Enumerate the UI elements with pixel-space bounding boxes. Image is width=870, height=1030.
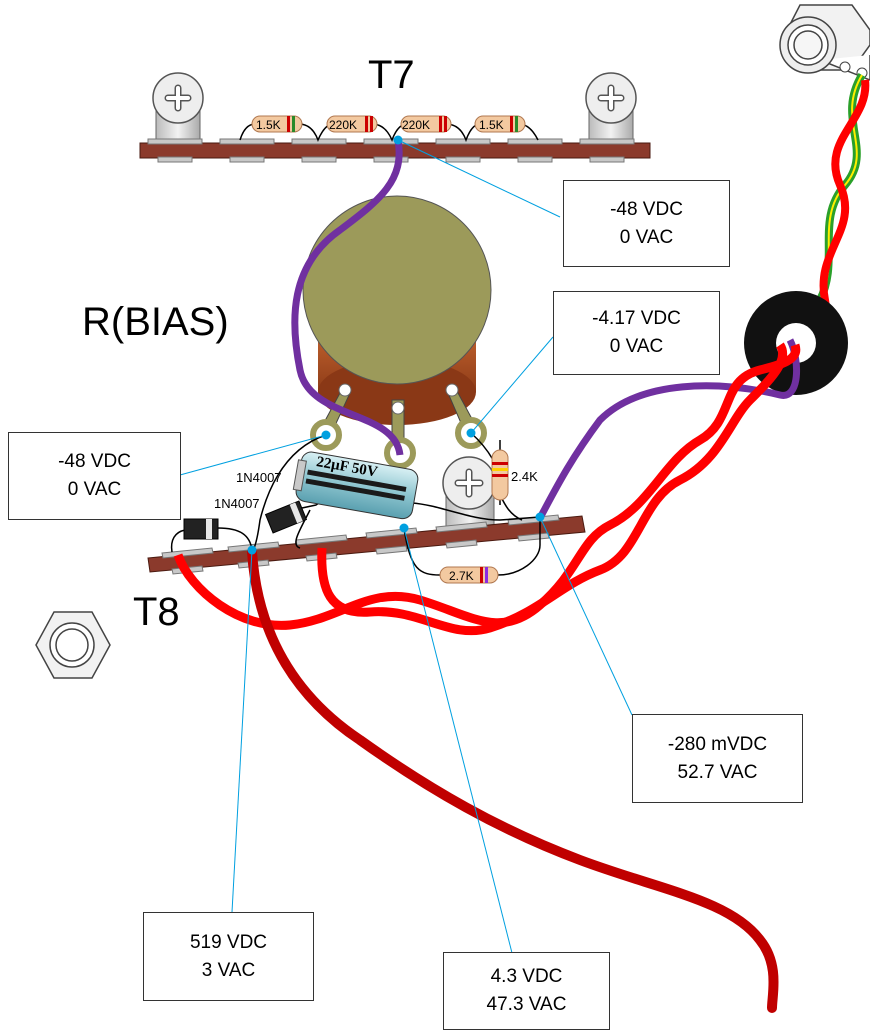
t8-mount-post bbox=[442, 456, 496, 529]
resistor-2-4k-label: 2.4K bbox=[511, 469, 538, 484]
purple-wire-toroid-to-t8 bbox=[536, 338, 801, 520]
measurement-vac: 0 VAC bbox=[67, 479, 122, 500]
measurement-vdc: -48 VDC bbox=[610, 198, 683, 220]
t7-right-mount-post bbox=[585, 72, 637, 146]
measurement-vac: 52.7 VAC bbox=[677, 761, 758, 783]
measurement-vdc: -280 mVDC bbox=[667, 733, 768, 755]
rbias-label: R(BIAS) bbox=[82, 300, 229, 344]
purple-wire-t7-to-wiper bbox=[291, 139, 404, 456]
diode-2-label: 1N4007 bbox=[236, 470, 282, 485]
twisted-red-pair bbox=[173, 342, 801, 636]
t7-left-mount-post bbox=[152, 72, 204, 146]
bias-potentiometer: R(BIAS) bbox=[82, 195, 492, 469]
measurement-box-t8-left: 519 VDC 3 VAC bbox=[143, 912, 314, 1001]
t7-resistor-2-label: 220K bbox=[329, 118, 357, 132]
t7-resistor-4-label: 1.5K bbox=[479, 118, 504, 132]
measurement-vac: 0 VAC bbox=[619, 226, 674, 248]
t7-resistor-3-label: 220K bbox=[402, 118, 430, 132]
t7-resistor-3: 220K bbox=[400, 115, 452, 133]
diode-1-label: 1N4007 bbox=[214, 496, 260, 511]
t7-resistor-1-label: 1.5K bbox=[256, 118, 281, 132]
t8-label: T8 bbox=[133, 590, 180, 634]
resistor-2-4k: 2.4K bbox=[491, 440, 538, 505]
measurement-vdc: 4.3 VDC bbox=[490, 966, 563, 987]
measurement-vac: 0 VAC bbox=[609, 336, 664, 357]
t7-label: T7 bbox=[368, 53, 415, 97]
measurement-vac: 47.3 VAC bbox=[486, 994, 567, 1015]
measurement-box-t7: -48 VDC 0 VAC bbox=[563, 180, 730, 267]
component-leads bbox=[170, 432, 541, 576]
t7-resistor-4: 1.5K bbox=[474, 115, 526, 133]
resistor-2-7k-label: 2.7K bbox=[449, 569, 474, 583]
t7-resistor-2: 220K bbox=[326, 115, 378, 133]
t7-resistor-1: 1.5K bbox=[251, 115, 303, 133]
dark-red-wire bbox=[247, 547, 779, 1013]
measurement-box-t8-right: -280 mVDC 52.7 VAC bbox=[632, 714, 803, 803]
measurement-vdc: -4.17 VDC bbox=[592, 308, 681, 329]
t7-terminal-strip: 1.5K 220K 220K 1.5K T7 bbox=[139, 53, 651, 163]
probe-lines bbox=[179, 139, 633, 954]
diode-1: 1N4007 bbox=[183, 496, 260, 540]
probe-points bbox=[247, 135, 545, 555]
measurement-box-pot-right: -4.17 VDC 0 VAC bbox=[553, 291, 720, 375]
resistor-2-7k: 2.7K bbox=[439, 566, 499, 584]
measurement-box-pot-left: -48 VDC 0 VAC bbox=[8, 432, 181, 520]
measurement-box-t8-middle: 4.3 VDC 47.3 VAC bbox=[443, 952, 610, 1030]
measurement-vdc: 519 VDC bbox=[189, 931, 268, 953]
measurement-vdc: -48 VDC bbox=[58, 451, 131, 472]
capacitor-22uf: 22µF 50V bbox=[292, 451, 419, 520]
measurement-vac: 3 VAC bbox=[201, 959, 256, 981]
left-nut bbox=[35, 611, 111, 679]
top-right-nut bbox=[779, 4, 870, 81]
